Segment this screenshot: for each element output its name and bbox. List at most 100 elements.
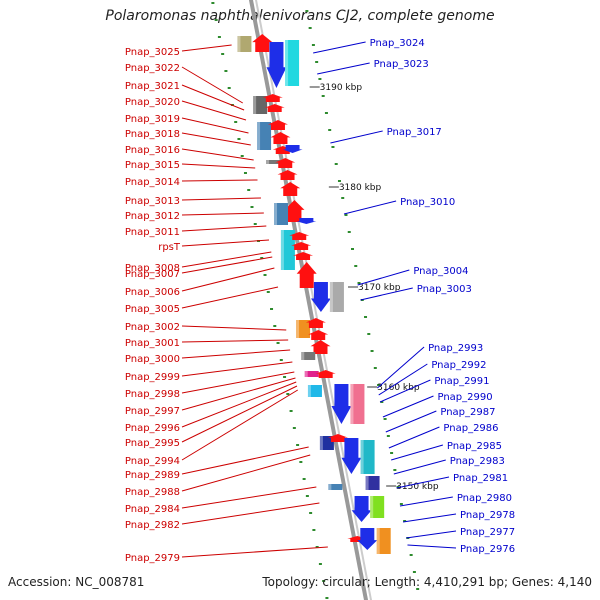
right-gene-highlight: [285, 40, 289, 86]
left-track-tick: [217, 36, 221, 38]
left-gene-arrow: [262, 94, 283, 102]
right-gene-label: Pnap_3023: [374, 59, 429, 70]
left-track-tick: [237, 138, 241, 140]
left-gene-block: [280, 230, 295, 270]
right-track-tick: [324, 112, 328, 114]
left-gene-arrow: [305, 318, 326, 328]
left-gene-highlight: [328, 484, 332, 490]
right-track-tick: [315, 61, 319, 63]
left-track-tick: [270, 308, 274, 310]
left-gene-label: Pnap_3022: [125, 63, 180, 74]
left-gene-label: Pnap_3015: [125, 160, 180, 171]
right-gene-arrow: [310, 282, 331, 312]
left-gene-label: Pnap_3014: [125, 177, 180, 188]
left-leader-line: [181, 267, 275, 292]
right-track-tick: [331, 146, 335, 148]
kbp-label: 3160 kbp: [377, 383, 420, 393]
right-leader-line: [360, 287, 413, 301]
left-gene-label: Pnap_2996: [125, 423, 180, 434]
left-track-tick: [243, 172, 247, 174]
right-gene-block: [360, 440, 375, 474]
left-gene-label: Pnap_3025: [125, 47, 180, 58]
left-track-tick: [309, 512, 313, 514]
right-track-tick: [357, 282, 361, 284]
left-gene-label: Pnap_2988: [125, 487, 180, 498]
left-gene-arrow: [267, 120, 288, 130]
left-gene-arrow: [296, 262, 317, 288]
right-gene-arrow: [331, 384, 352, 424]
left-track-tick: [247, 189, 251, 191]
right-track-tick: [386, 435, 390, 437]
right-gene-highlight: [329, 282, 333, 312]
left-track-tick: [289, 410, 293, 412]
left-gene-highlight: [301, 352, 305, 360]
left-gene-label: Pnap_3000: [125, 354, 180, 365]
left-leader-line: [181, 454, 311, 492]
left-leader-line: [181, 117, 249, 134]
left-track-tick: [250, 206, 254, 208]
left-gene-block: [296, 320, 311, 338]
left-leader-line: [181, 212, 264, 216]
left-track-tick: [234, 121, 238, 123]
left-track-tick: [224, 70, 228, 72]
left-track-tick: [286, 393, 290, 395]
left-gene-arrow: [291, 242, 312, 250]
left-gene-arrow: [293, 252, 314, 260]
right-leader-line: [385, 410, 437, 433]
left-track-tick: [318, 563, 322, 565]
left-leader-line: [181, 179, 258, 182]
left-gene-label: Pnap_2989: [125, 470, 180, 481]
right-gene-label: Pnap_2976: [460, 544, 515, 555]
right-gene-label: Pnap_3004: [413, 266, 468, 277]
left-gene-highlight: [266, 160, 270, 164]
accession-label: Accession: NC_008781: [8, 575, 145, 589]
left-track-tick: [305, 495, 309, 497]
left-gene-highlight: [280, 230, 284, 270]
left-gene-label: Pnap_3021: [125, 81, 180, 92]
right-track-tick: [383, 418, 387, 420]
kbp-label: 3180 kbp: [339, 183, 382, 193]
right-gene-label: Pnap_3003: [417, 284, 472, 295]
right-gene-label: Pnap_2992: [431, 360, 486, 371]
left-leader-line: [181, 100, 247, 121]
left-gene-block: [301, 352, 316, 360]
left-gene-label: Pnap_3016: [125, 145, 180, 156]
left-track-tick: [260, 257, 264, 259]
left-gene-label: Pnap_2998: [125, 389, 180, 400]
left-track-tick: [322, 580, 326, 582]
left-gene-label: Pnap_3020: [125, 97, 180, 108]
right-track-tick: [344, 214, 348, 216]
right-leader-line: [393, 459, 446, 475]
right-gene-label: Pnap_3017: [387, 127, 442, 138]
right-gene-block: [350, 384, 365, 424]
right-leader-line: [357, 269, 410, 286]
right-gene-block: [370, 496, 385, 518]
left-leader-line: [181, 197, 261, 201]
left-leader-line: [181, 66, 243, 104]
right-track-tick: [370, 350, 374, 352]
left-leader-line: [181, 502, 320, 525]
left-track-tick: [214, 19, 218, 21]
left-gene-arrow: [264, 104, 285, 112]
left-leader-line: [181, 371, 295, 394]
left-track-tick: [253, 223, 257, 225]
left-track-tick: [221, 53, 225, 55]
left-leader-line: [181, 446, 309, 475]
left-gene-label: Pnap_2999: [125, 372, 180, 383]
left-gene-block: [328, 484, 343, 490]
left-gene-block: [304, 371, 319, 377]
right-track-tick: [403, 520, 407, 522]
right-gene-highlight: [376, 528, 380, 554]
right-leader-line: [313, 41, 366, 54]
right-leader-line: [343, 200, 397, 215]
left-gene-highlight: [296, 320, 300, 338]
left-gene-block: [253, 96, 268, 114]
right-track-tick: [393, 469, 397, 471]
right-leader-line: [382, 395, 434, 418]
left-leader-line: [181, 389, 299, 461]
right-gene-label: Pnap_2990: [437, 392, 492, 403]
right-leader-line: [407, 544, 457, 549]
right-gene-label: Pnap_3024: [370, 38, 425, 49]
right-gene-arrow: [266, 42, 287, 88]
